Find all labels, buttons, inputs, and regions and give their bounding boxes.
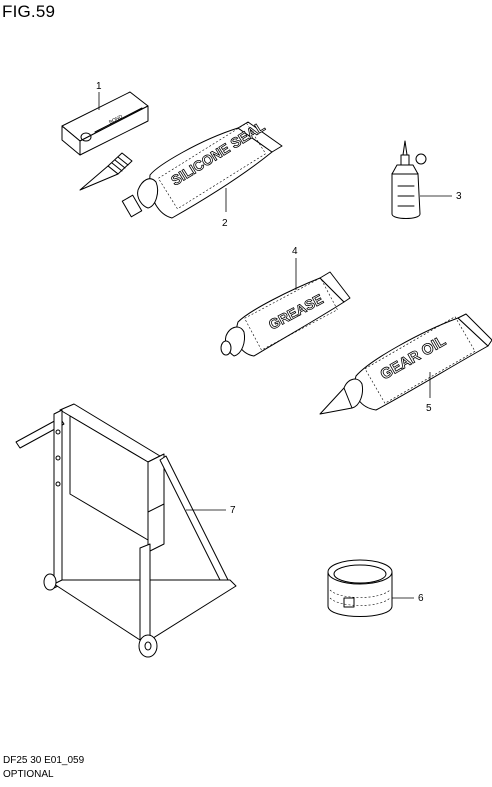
stand-handle-left [15, 417, 65, 449]
footer-category: OPTIONAL [3, 769, 54, 780]
callout-3: 3 [456, 191, 462, 202]
tin-inner-rim [333, 564, 387, 584]
part-1-bond[interactable]: BOND 1 [61, 81, 149, 191]
stand-post-joint [147, 503, 165, 513]
stand-stud-2 [55, 455, 61, 461]
figure-title: FIG.59 [2, 2, 56, 21]
tin-band-top [329, 589, 391, 598]
bottle-ring [415, 153, 427, 165]
stand-lower-post [139, 543, 151, 641]
stand-wheel-hub [144, 641, 152, 651]
gear-oil-tube-nozzle [319, 387, 353, 415]
bond-box-stripe [94, 107, 143, 133]
silicone-tube-body [149, 127, 273, 219]
gear-oil-tube-crimp [457, 313, 492, 347]
silicone-tube-crimp [237, 121, 283, 153]
stand-brace [159, 455, 231, 589]
stand-left-post [53, 409, 63, 589]
callout-7: 7 [230, 505, 236, 516]
tin-band-bottom [329, 597, 391, 606]
silicone-tube-cap [121, 194, 143, 218]
part-5-gear-oil[interactable]: GEAR OIL 5 [319, 313, 492, 415]
part-3-oil-bottle[interactable]: 3 [391, 140, 462, 219]
silicone-tube-shoulder [137, 178, 159, 209]
part-4-grease[interactable]: GREASE 4 [220, 246, 351, 357]
bond-nozzle [79, 152, 133, 191]
bottle-tip [402, 140, 408, 156]
stand-wheel-left [43, 573, 57, 591]
callout-2: 2 [222, 218, 228, 229]
grease-label-border [244, 277, 338, 351]
footer-diagram-code: DF25 30 E01_059 [3, 755, 85, 766]
silicone-label-border [157, 122, 267, 210]
bottle-cap [400, 154, 410, 166]
stand-front-post [147, 453, 165, 553]
callout-5: 5 [426, 403, 432, 414]
stand-stud-1 [55, 429, 61, 435]
part-6-grease-tin[interactable]: 6 [327, 559, 424, 617]
bottle-body [391, 170, 421, 219]
callout-4: 4 [292, 246, 298, 257]
part-7-engine-stand[interactable]: 7 [15, 403, 237, 658]
bond-box-front [79, 105, 149, 156]
tin-logo-icon [343, 597, 355, 608]
callout-6: 6 [418, 593, 424, 604]
stand-stud-3 [55, 481, 61, 487]
suzuki-logo-icon [80, 132, 92, 142]
grease-tube-cap [220, 340, 232, 356]
gear-oil-tube-body [354, 317, 489, 411]
stand-wheel-front [138, 634, 158, 658]
part-2-silicone-seal[interactable]: SILICONE SEAL 2 [121, 117, 283, 229]
bottle-shoulder [391, 164, 419, 175]
tin-rim [327, 559, 393, 585]
grease-tube-crimp [319, 271, 351, 303]
callout-1: 1 [96, 81, 102, 92]
